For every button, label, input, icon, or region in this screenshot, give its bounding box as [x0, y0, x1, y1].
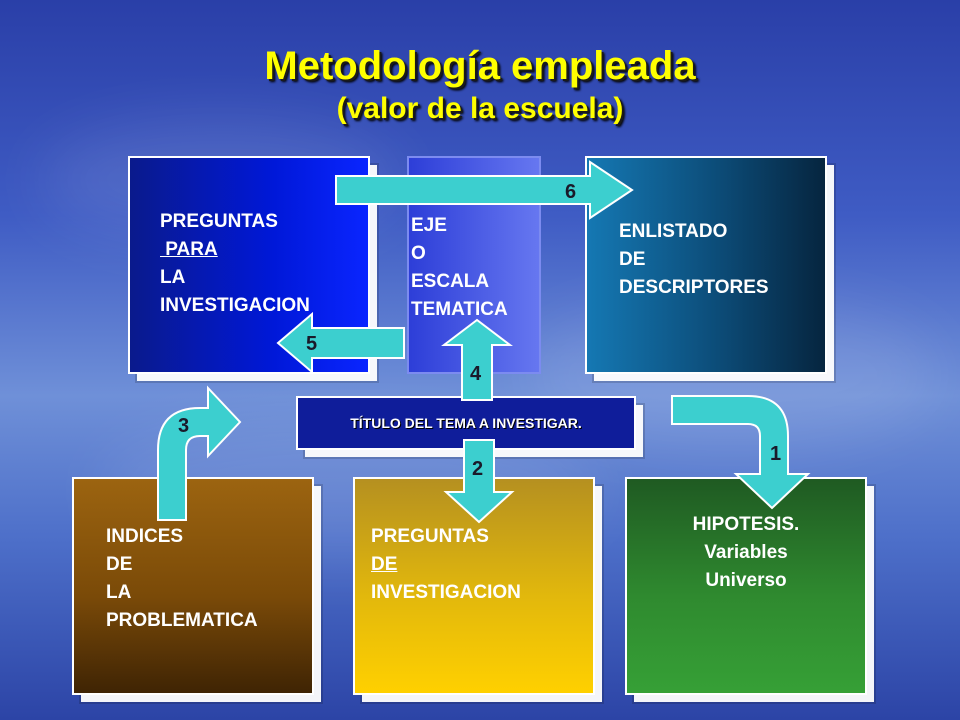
line: ESCALA [411, 271, 490, 292]
line: PARA [160, 239, 218, 260]
box-hipotesis: HIPOTESIS. Variables Universo [625, 477, 867, 695]
arrow-3: 3 [157, 385, 242, 521]
arrow-5-number: 5 [306, 333, 317, 355]
titulo-tema-label: TÍTULO DEL TEMA A INVESTIGAR. [350, 415, 582, 431]
line: DE [619, 249, 646, 270]
page-title: Metodología empleada [264, 44, 696, 88]
box-preguntas-para-label: PREGUNTAS PARA LA INVESTIGACION [160, 208, 310, 320]
box-indices-problematica: INDICES DE LA PROBLEMATICA [72, 477, 314, 695]
line: ENLISTADO [619, 221, 728, 242]
arrow-6-number: 6 [565, 181, 576, 203]
line: EJE [411, 215, 447, 236]
line: LA [160, 267, 186, 288]
line: DE [371, 554, 398, 575]
arrow-3-number: 3 [178, 415, 189, 437]
line: INDICES [106, 526, 184, 547]
line: LA [106, 582, 132, 603]
arrow-5: 5 [276, 311, 405, 375]
box-eje-label: EJE O ESCALA TEMATICA [411, 212, 508, 324]
box-hipotesis-label: HIPOTESIS. Variables Universo [627, 511, 865, 595]
line: DESCRIPTORES [619, 277, 769, 298]
arrow-1-number: 1 [770, 443, 781, 465]
line: TEMATICA [411, 299, 508, 320]
arrow-2-number: 2 [472, 458, 483, 480]
line: HIPOTESIS. [692, 514, 800, 535]
line: PROBLEMATICA [106, 610, 258, 631]
arrow-4: 4 [441, 318, 513, 401]
line: PREGUNTAS [160, 211, 278, 232]
arrow-4-number: 4 [470, 363, 482, 385]
line: Universo [705, 570, 787, 591]
box-indices-label: INDICES DE LA PROBLEMATICA [106, 523, 258, 635]
line: O [411, 243, 426, 264]
box-enlistado-label: ENLISTADO DE DESCRIPTORES [619, 218, 769, 302]
line: DE [106, 554, 133, 575]
page-subtitle: (valor de la escuela) [336, 92, 624, 125]
arrow-1: 1 [671, 395, 811, 510]
arrow-2: 2 [443, 439, 515, 524]
line: Variables [704, 542, 788, 563]
line: PREGUNTAS [371, 526, 489, 547]
line: INVESTIGACION [371, 582, 521, 603]
box-preguntas-de-label: PREGUNTAS DE INVESTIGACION [371, 523, 521, 607]
line: INVESTIGACION [160, 295, 310, 316]
arrow-6: 6 [335, 160, 634, 220]
